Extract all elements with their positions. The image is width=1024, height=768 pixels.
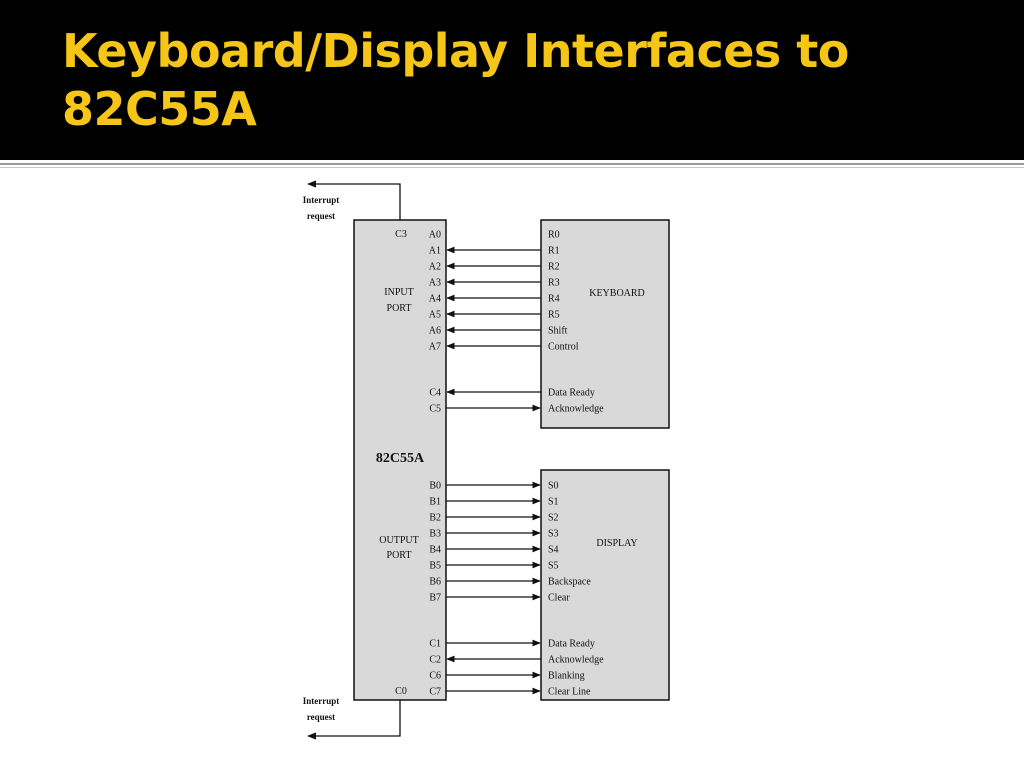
keyboard-port-a1: A1: [429, 246, 441, 257]
title-underline: [0, 163, 1024, 165]
keyboard-port-a7: A7: [429, 342, 441, 353]
keyboard-port-a4: A4: [429, 294, 441, 305]
display-port-b4: B4: [429, 545, 441, 556]
display-signal-s4: S4: [548, 545, 559, 556]
interrupt-bottom-label-1: Interrupt: [303, 696, 340, 706]
title-line-1: Keyboard/Display Interfaces to: [62, 24, 849, 78]
keyboard-signal-r0: R0: [548, 230, 560, 241]
display-port-b2: B2: [429, 513, 441, 524]
c0-label: C0: [395, 686, 407, 697]
keyboard-label: KEYBOARD: [589, 288, 645, 299]
display-port-b0: B0: [429, 481, 441, 492]
interrupt-line-top: [307, 180, 401, 220]
display-label: DISPLAY: [596, 538, 637, 549]
display-port-b1: B1: [429, 497, 441, 508]
display-port-c2: C2: [429, 655, 441, 666]
display-port-b6: B6: [429, 577, 441, 588]
keyboard-port-c5: C5: [429, 404, 441, 415]
display-block: [540, 469, 670, 701]
keyboard-signal-r3: R3: [548, 278, 560, 289]
display-signal-backspace: Backspace: [548, 577, 591, 588]
title-bar: Keyboard/Display Interfaces to 82C55A: [0, 0, 1024, 160]
display-signal-data-ready: Data Ready: [548, 639, 595, 650]
output-port-label-1: OUTPUT: [379, 535, 418, 546]
display-signal-clear-line: Clear Line: [548, 687, 591, 698]
keyboard-signal-r4: R4: [548, 294, 560, 305]
display-port-c1: C1: [429, 639, 441, 650]
input-port-label-2: PORT: [387, 303, 412, 314]
keyboard-port-a0: A0: [429, 230, 441, 241]
keyboard-port-a2: A2: [429, 262, 441, 273]
keyboard-signal-r5: R5: [548, 310, 560, 321]
display-port-c6: C6: [429, 671, 441, 682]
display-signal-blanking: Blanking: [548, 671, 585, 682]
title-line-2: 82C55A: [62, 82, 257, 136]
keyboard-signal-control: Control: [548, 342, 579, 353]
keyboard-block: [540, 219, 670, 429]
keyboard-signal-shift: Shift: [548, 326, 568, 337]
title-underline-thin: [0, 167, 1024, 168]
c3-label: C3: [395, 229, 407, 240]
keyboard-signal-data-ready: Data Ready: [548, 388, 595, 399]
interrupt-bottom-label-2: request: [307, 712, 335, 722]
display-port-c7: C7: [429, 687, 441, 698]
display-signal-s5: S5: [548, 561, 559, 572]
keyboard-signal-r2: R2: [548, 262, 560, 273]
keyboard-port-a3: A3: [429, 278, 441, 289]
keyboard-signal-r1: R1: [548, 246, 560, 257]
keyboard-port-c4: C4: [429, 388, 441, 399]
display-signal-clear: Clear: [548, 593, 570, 604]
interrupt-top-label-1: Interrupt: [303, 195, 340, 205]
display-signal-s2: S2: [548, 513, 559, 524]
display-signal-s3: S3: [548, 529, 559, 540]
keyboard-port-a6: A6: [429, 326, 441, 337]
interrupt-line-bottom: [307, 700, 401, 740]
slide-title: Keyboard/Display Interfaces to 82C55A: [62, 22, 962, 138]
display-signal-s1: S1: [548, 497, 559, 508]
output-port-label-2: PORT: [387, 550, 412, 561]
display-signal-acknowledge: Acknowledge: [548, 655, 604, 666]
display-port-b5: B5: [429, 561, 441, 572]
keyboard-signal-acknowledge: Acknowledge: [548, 404, 604, 415]
display-port-b3: B3: [429, 529, 441, 540]
input-port-label-1: INPUT: [384, 287, 413, 298]
keyboard-port-a5: A5: [429, 310, 441, 321]
chip-name: 82C55A: [376, 451, 425, 466]
interrupt-top-label-2: request: [307, 211, 335, 221]
display-signal-s0: S0: [548, 481, 559, 492]
display-port-b7: B7: [429, 593, 441, 604]
